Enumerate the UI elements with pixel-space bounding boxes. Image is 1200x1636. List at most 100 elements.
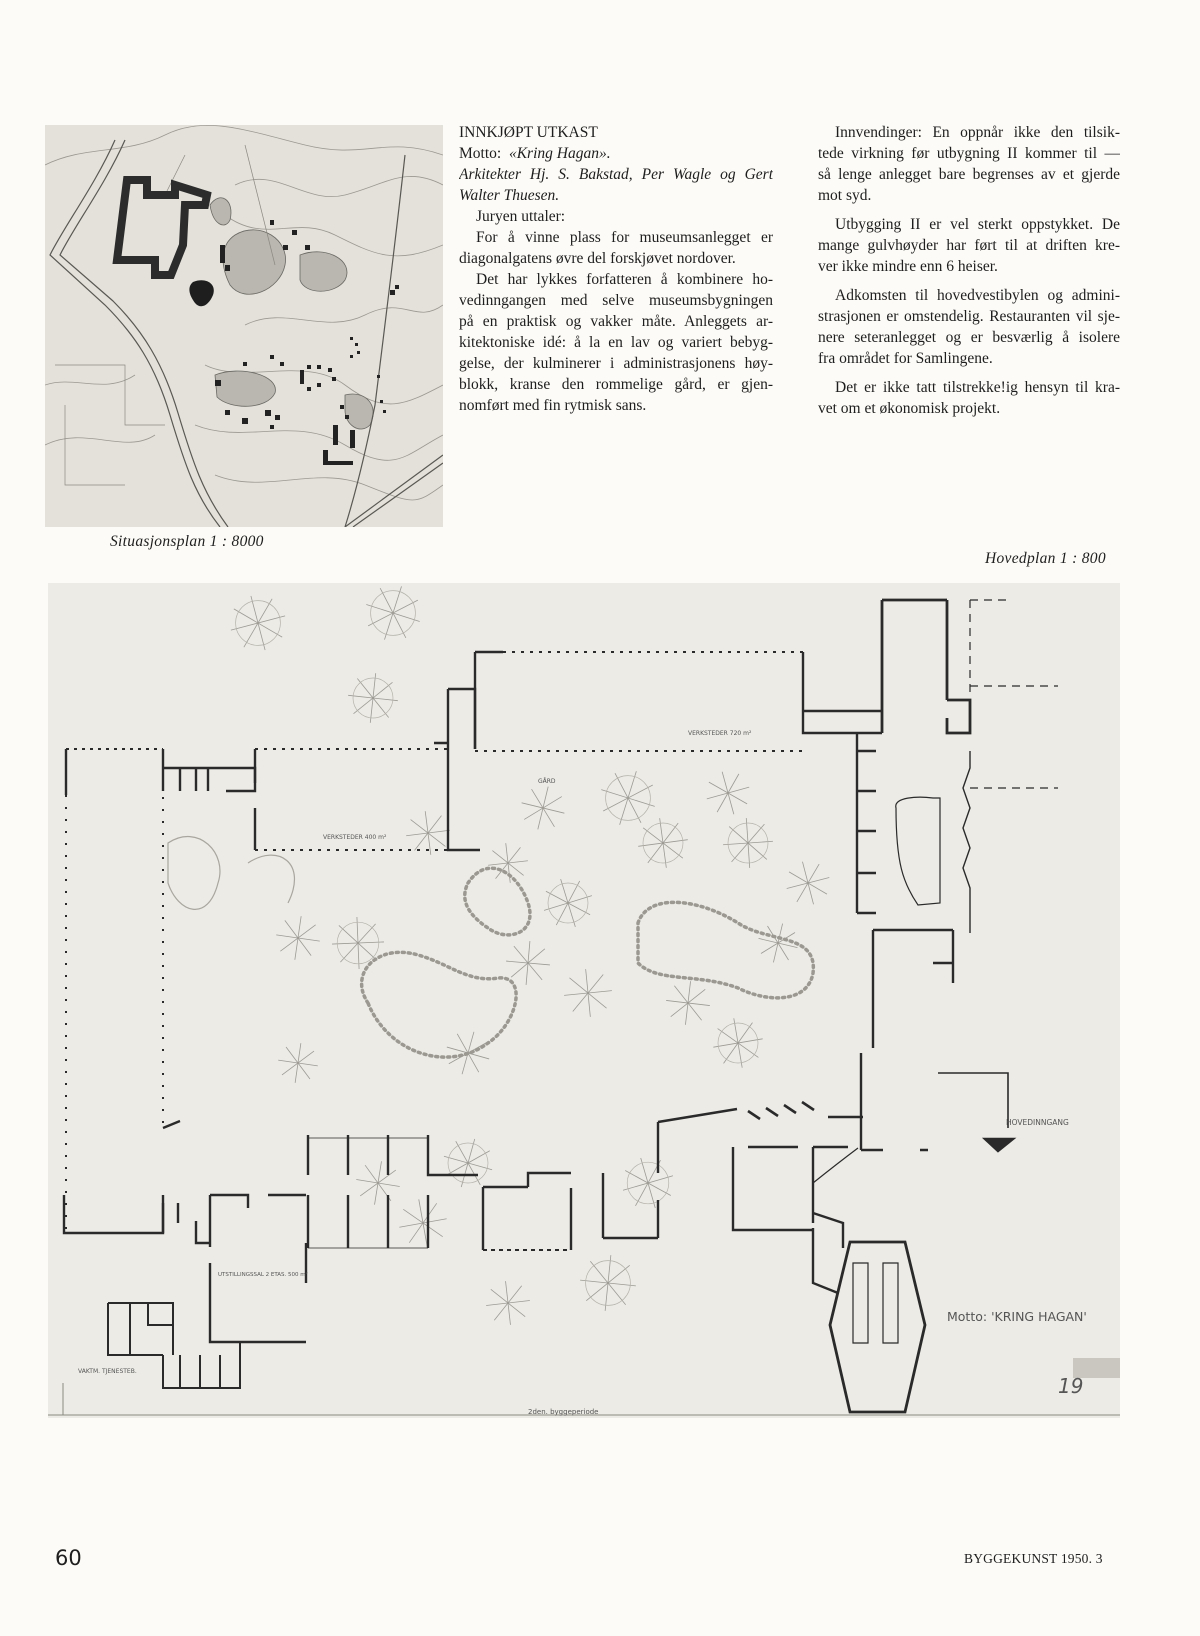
- main-plan-drawing: VERKSTEDER 400 m² VERKSTEDER 720 m² GÅRD…: [48, 586, 1120, 1416]
- tree-symbol: [488, 843, 528, 883]
- tree-symbol: [332, 917, 384, 969]
- garden-court-wall: [161, 1195, 180, 1233]
- text-line: på en praktisk og vakker måte. Anleggets…: [459, 313, 773, 330]
- shrubs: [167, 836, 295, 910]
- text-line: strasjonen er omstendelig. Restauranten …: [818, 308, 1120, 325]
- text-line: Det har lykkes forfatteren å kombinere h…: [476, 271, 773, 288]
- pond-right: [636, 900, 815, 1000]
- display-hall-island: [895, 796, 941, 906]
- pond-small: [463, 866, 532, 937]
- restaurant-tables: [852, 1262, 899, 1344]
- small-gallery-outline: [308, 1137, 428, 1249]
- garden: [167, 586, 830, 1325]
- label-exhibition-hall: UTSTILLINGSSAL 2 ETAS. 500 m²: [218, 1271, 308, 1278]
- label-caretaker: VAKTM. TJENESTEB.: [78, 1368, 137, 1375]
- walls: [62, 598, 1058, 1414]
- tree-symbol: [622, 1157, 674, 1209]
- tree-symbol: [348, 673, 398, 723]
- entrance-arrow-icon: [981, 1137, 1017, 1153]
- tree-symbol: [399, 1199, 447, 1247]
- building-blob: [189, 280, 214, 307]
- text-line: Utbygging II er vel sterkt oppstykket. D…: [835, 216, 1120, 233]
- tree-symbol: [486, 1281, 530, 1325]
- small-galleries: [306, 1135, 478, 1248]
- site-plan-drawing: [44, 125, 444, 528]
- label-second-phase: 2den. byggeperiode: [528, 1408, 598, 1416]
- building-clusters: [215, 220, 399, 465]
- exhibition-hall: [194, 1193, 308, 1344]
- west-link: [162, 1119, 181, 1130]
- main-plan-image: VERKSTEDER 400 m² VERKSTEDER 720 m² GÅRD…: [48, 583, 1120, 1418]
- motto-line: Motto: «Kring Hagan».: [459, 143, 773, 164]
- page-number: 60: [55, 1546, 82, 1570]
- site-plan-image: [44, 125, 444, 528]
- tree-symbol: [758, 923, 798, 963]
- objection-paragraph: Innvendinger: En oppnår ikke den tilsik-…: [818, 122, 1120, 206]
- jury-paragraph: For å vinne plass for museumsanlegget er…: [459, 227, 773, 269]
- property-lines: [55, 144, 276, 486]
- tree-symbol: [580, 1255, 636, 1311]
- restaurant-hexagon: [828, 1240, 927, 1414]
- service-rooms: [161, 749, 257, 793]
- text-line: fra området for Samlingene.: [818, 350, 993, 367]
- tree-symbol: [278, 1043, 318, 1083]
- main-hall-glass-wall: [962, 751, 971, 933]
- journal-issue: BYGGEKUNST 1950. 3: [964, 1551, 1103, 1566]
- main-plan-caption: Hovedplan 1 : 800: [985, 550, 1106, 567]
- tape-mark: [1073, 1358, 1120, 1378]
- entrance-canopy: [938, 1072, 1009, 1128]
- objections-column: Innvendinger: En oppnår ikke den tilsik-…: [818, 122, 1120, 427]
- tree-symbol: [506, 941, 550, 985]
- motto-label: Motto:: [459, 145, 502, 162]
- tree-symbol: [366, 586, 420, 640]
- ponds: [209, 197, 374, 430]
- site-plan-caption: Situasjonsplan 1 : 8000: [110, 533, 264, 550]
- kitchen-wall: [811, 1211, 845, 1295]
- label-courtyard: GÅRD: [538, 778, 556, 785]
- tree-symbol: [666, 981, 710, 1025]
- text-line: kitektoniske idé: å la en lav og variert…: [459, 334, 773, 351]
- text-line: så lenge anlegget bare begrenses av et g…: [818, 166, 1120, 183]
- text-line: mange gulvhøyder har ført til at driften…: [818, 237, 1120, 254]
- text-line: mot syd.: [818, 187, 872, 204]
- text-line: gelse, der kulminerer i administrasjonen…: [459, 355, 773, 372]
- tree-symbol: [443, 1138, 493, 1188]
- tree-symbol: [638, 818, 688, 868]
- text-line: nere seteranlegget og er besværlig å iso…: [818, 329, 1120, 346]
- tree-symbol: [786, 861, 830, 905]
- tree-symbol: [521, 786, 565, 830]
- vestibule-wall: [859, 1053, 928, 1152]
- pond-left: [360, 950, 518, 1059]
- text-line: Det er ikke tatt tilstrekke!ig hensyn ti…: [835, 379, 1120, 396]
- museum-building: [112, 176, 212, 279]
- admin-tower: [880, 598, 972, 735]
- label-main-entrance: HOVEDINNGANG: [1006, 1118, 1069, 1127]
- garage-row: [162, 1342, 241, 1389]
- text-line: vedinngangen med selve museumsbygningen: [459, 292, 773, 309]
- main-hall-wall: [855, 733, 876, 915]
- tree-symbol: [406, 811, 450, 855]
- study-collection: [731, 1145, 848, 1232]
- text-line: blokk, kranse den rommelige gård, er gje…: [459, 376, 773, 393]
- gallery-zigzag-wall: [657, 1100, 863, 1124]
- drawing-motto: Motto: 'KRING HAGAN': [947, 1309, 1087, 1324]
- south-galleries: [481, 1122, 660, 1250]
- workshop-720-wall: [473, 650, 503, 749]
- text-line: diagonalgatens øvre del forskjøvet nordo…: [459, 250, 736, 267]
- tree-symbol: [446, 1031, 490, 1075]
- article-column: INNKJØPT UTKAST Motto: «Kring Hagan». Ar…: [459, 122, 773, 416]
- text-line: Adkomsten til hovedvestibylen og admini-: [835, 287, 1120, 304]
- text-line: nomført med fin rytmisk sans.: [459, 397, 647, 414]
- west-wing-south-wall: [62, 1195, 165, 1235]
- article-heading: INNKJØPT UTKAST: [459, 124, 598, 141]
- caretaker-house: [107, 1302, 174, 1356]
- motto-value: «Kring Hagan».: [508, 145, 611, 162]
- tree-symbol: [723, 818, 773, 868]
- text-line: ver ikke mindre enn 6 heiser.: [818, 258, 998, 275]
- tree-symbol: [230, 595, 286, 651]
- tree-symbol: [713, 1018, 763, 1068]
- workshop-720-end: [801, 652, 882, 735]
- text-line: vet om et økonomisk projekt.: [818, 400, 1001, 417]
- objection-paragraph: Det er ikke tatt tilstrekke!ig hensyn ti…: [818, 377, 1120, 419]
- road: [49, 139, 444, 528]
